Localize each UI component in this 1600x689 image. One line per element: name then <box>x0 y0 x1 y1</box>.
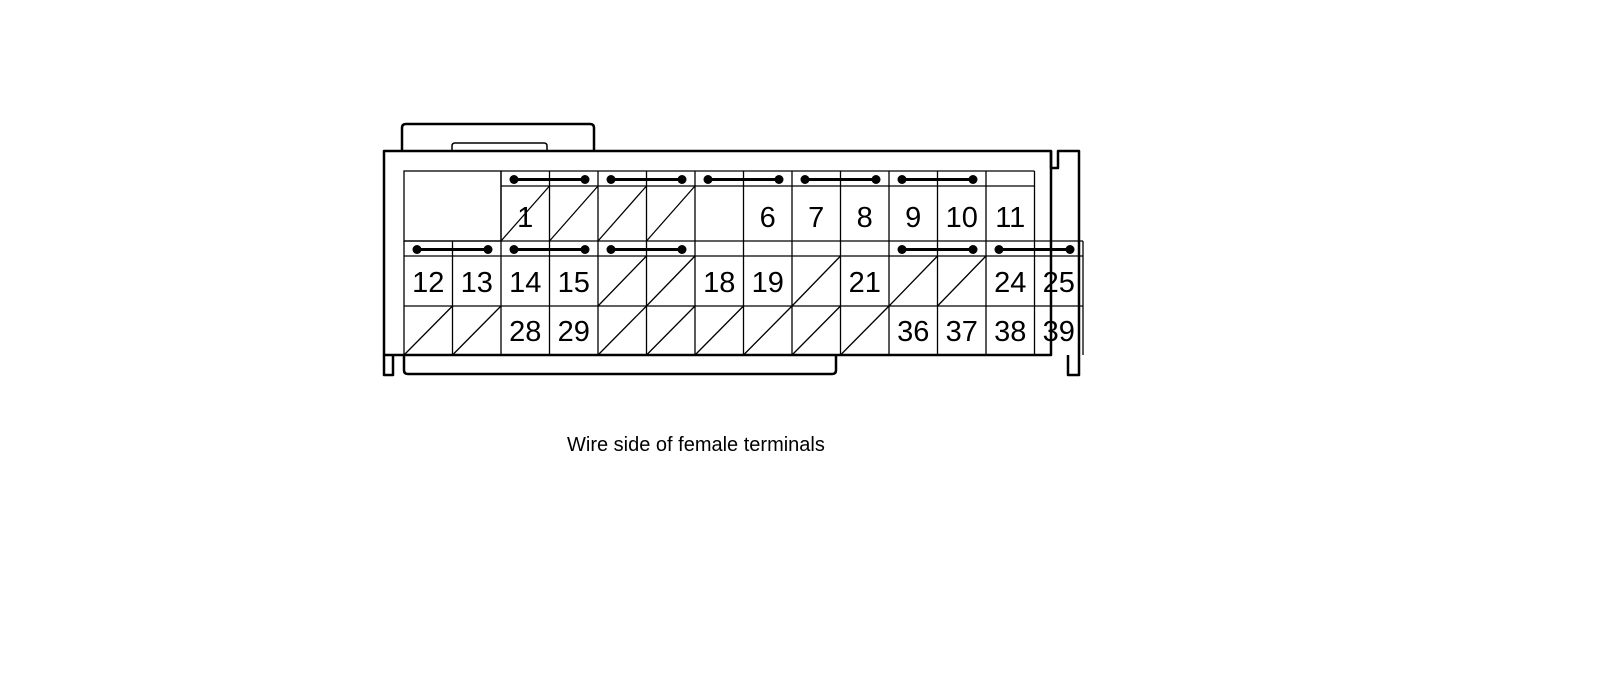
unused-cavity-slash <box>646 305 696 356</box>
terminal-number: 13 <box>461 267 493 299</box>
unused-cavity-slash <box>597 185 647 242</box>
shorting-bar-end <box>968 175 978 184</box>
shorting-bar-end <box>897 175 907 184</box>
terminal-number: 11 <box>995 202 1025 234</box>
unused-cavity-slash <box>549 185 599 242</box>
shorting-bar-end <box>677 245 687 254</box>
unused-cavity-slash <box>500 185 550 242</box>
shorting-bar-end <box>800 175 810 184</box>
terminal-number: 25 <box>1043 267 1075 299</box>
shorting-bar-end <box>509 245 519 254</box>
shorting-bar-end <box>412 245 422 254</box>
terminal-number: 18 <box>703 267 735 299</box>
terminal-number: 24 <box>994 267 1026 299</box>
unused-cavity-slash <box>646 185 696 242</box>
terminal-number: 38 <box>994 316 1026 348</box>
latch-tab <box>400 122 596 151</box>
terminal-number: 7 <box>808 202 824 234</box>
left-foot <box>382 355 395 377</box>
unused-cavity-slash <box>694 305 744 356</box>
terminal-number: 14 <box>509 267 541 299</box>
shorting-bar-end <box>897 245 907 254</box>
blank-cavity-block <box>403 170 502 242</box>
terminal-number: 29 <box>558 316 590 348</box>
shorting-bar-end <box>509 175 519 184</box>
shorting-bar-end <box>606 175 616 184</box>
terminal-number: 28 <box>509 316 541 348</box>
diagram-caption: Wire side of female terminals <box>567 434 825 456</box>
unused-cavity-slash <box>791 255 841 307</box>
shorting-bar-end <box>774 175 784 184</box>
terminal-number: 12 <box>412 267 444 299</box>
bottom-rail <box>402 355 838 376</box>
terminal-number: 21 <box>849 267 881 299</box>
right-key <box>1049 149 1081 377</box>
terminal-number: 9 <box>905 202 921 234</box>
unused-cavity-slash <box>452 305 502 356</box>
shorting-bar-end <box>871 175 881 184</box>
unused-cavity-slash <box>403 305 453 356</box>
shorting-bar-end <box>580 175 590 184</box>
connector-housing <box>382 122 1081 377</box>
terminal-number: 1 <box>517 202 533 234</box>
unused-cavity-slash <box>840 305 890 356</box>
shorting-bar-end <box>677 175 687 184</box>
unused-cavity-slash <box>646 255 696 307</box>
unused-cavity-slash <box>743 305 793 356</box>
latch-slot <box>451 142 548 151</box>
terminal-number: 15 <box>558 267 590 299</box>
terminal-number: 10 <box>946 202 978 234</box>
shorting-bar-end <box>606 245 616 254</box>
shorting-bar-end <box>968 245 978 254</box>
shorting-bars <box>412 175 1075 254</box>
unused-cavity-slash <box>597 305 647 356</box>
unused-cavity-slash <box>791 305 841 356</box>
shorting-bar-end <box>703 175 713 184</box>
shorting-bar-end <box>483 245 493 254</box>
unused-cavity-marks <box>403 185 987 356</box>
shorting-bar-end <box>580 245 590 254</box>
terminal-number: 39 <box>1043 316 1075 348</box>
shorting-bar-end <box>994 245 1004 254</box>
terminal-number: 36 <box>897 316 929 348</box>
terminal-number: 8 <box>857 202 873 234</box>
unused-cavity-slash <box>888 255 938 307</box>
shorting-bar-end <box>1065 245 1075 254</box>
unused-cavity-slash <box>937 255 987 307</box>
terminal-number: 19 <box>752 267 784 299</box>
terminal-number: 37 <box>946 316 978 348</box>
housing-body <box>382 149 1053 357</box>
terminal-grid <box>403 170 1084 355</box>
unused-cavity-slash <box>597 255 647 307</box>
terminal-number: 6 <box>760 202 776 234</box>
